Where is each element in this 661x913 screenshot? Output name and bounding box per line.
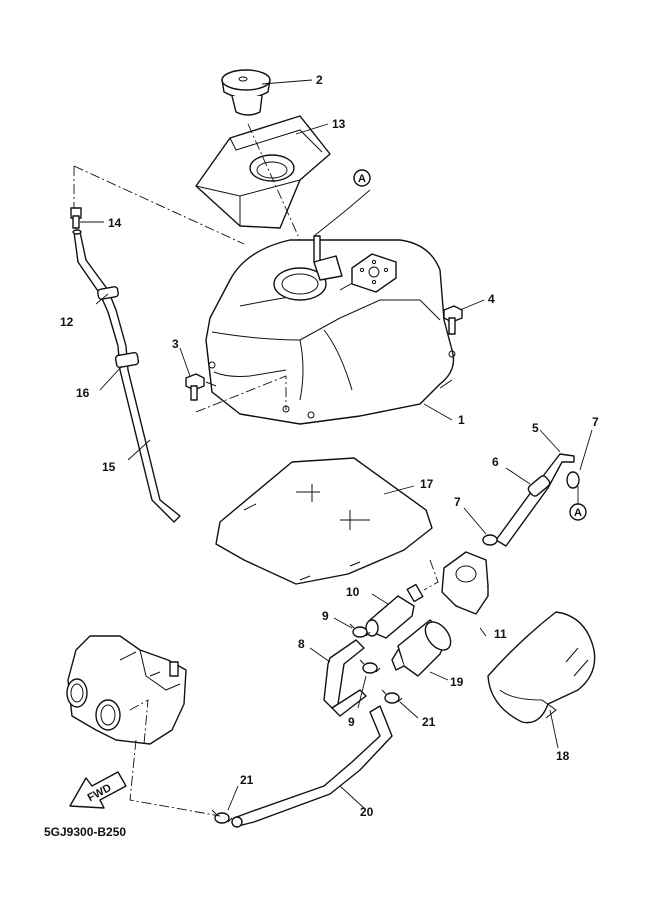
filler-cover xyxy=(195,115,331,229)
fwd-arrow: FWD xyxy=(69,771,127,809)
fuel-cap xyxy=(221,69,271,116)
tank-pad xyxy=(215,457,433,585)
callout-1: 1 xyxy=(458,413,465,427)
clamp-21a xyxy=(381,689,403,704)
callout-20: 20 xyxy=(360,805,374,819)
fuel-hose-8 xyxy=(323,639,367,717)
callout-7b: 7 xyxy=(454,495,461,509)
callout-14: 14 xyxy=(108,216,122,230)
ref-a-right: A xyxy=(569,503,587,521)
ref-a-top-label: A xyxy=(358,173,366,185)
callout-19: 19 xyxy=(450,675,464,689)
callout-4: 4 xyxy=(488,292,495,306)
callout-8: 8 xyxy=(298,637,305,651)
fuel-hose-20 xyxy=(231,705,393,828)
diagram-code: 5GJ9300-B250 xyxy=(44,825,126,839)
callout-6: 6 xyxy=(492,455,499,469)
callout-7a: 7 xyxy=(592,415,599,429)
carburetor xyxy=(66,635,187,745)
callout-17: 17 xyxy=(420,477,434,491)
clamp-9b xyxy=(359,659,381,674)
callout-11: 11 xyxy=(494,627,507,641)
callout-10: 10 xyxy=(346,585,360,599)
callout-15: 15 xyxy=(102,460,116,474)
pump-bracket xyxy=(441,551,489,615)
callout-21b: 21 xyxy=(240,773,254,787)
callout-9b: 9 xyxy=(348,715,355,729)
callout-12: 12 xyxy=(60,315,74,329)
filter-cover xyxy=(487,611,596,724)
callouts: 1 2 3 4 5 6 7 7 8 9 9 10 11 12 13 14 15 … xyxy=(60,73,599,819)
ref-a-right-label: A xyxy=(574,507,582,519)
bolt-14 xyxy=(70,207,82,229)
fuel-tank xyxy=(205,235,456,425)
callout-16: 16 xyxy=(76,386,90,400)
callout-3: 3 xyxy=(172,337,179,351)
leader-lines xyxy=(73,79,593,817)
clamp-9a xyxy=(349,623,371,638)
callout-18: 18 xyxy=(556,749,570,763)
callout-21a: 21 xyxy=(422,715,436,729)
fuel-connector xyxy=(365,583,424,639)
callout-5: 5 xyxy=(532,421,539,435)
ref-a-top: A xyxy=(353,169,371,187)
fuel-hose-5 xyxy=(482,453,580,547)
callout-13: 13 xyxy=(332,117,346,131)
callout-9a: 9 xyxy=(322,609,329,623)
breather-hose xyxy=(72,229,181,523)
callout-2: 2 xyxy=(316,73,323,87)
bolt-3 xyxy=(185,373,205,401)
fuel-filter xyxy=(391,619,452,677)
bolt-4 xyxy=(443,305,463,335)
clamp-21b xyxy=(211,809,233,824)
